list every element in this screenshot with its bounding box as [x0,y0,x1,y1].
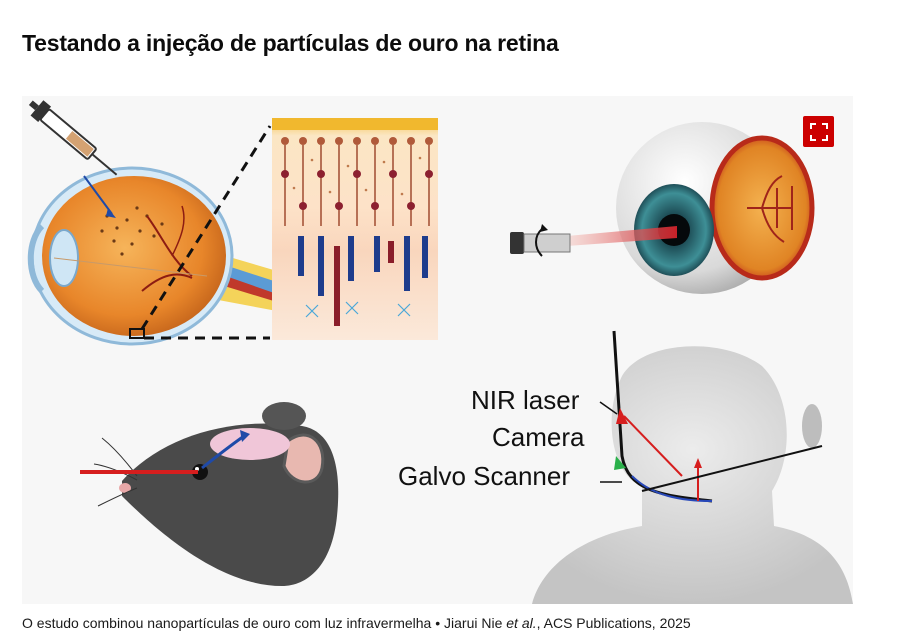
scientific-illustration [27,100,853,604]
camera-label: Camera [492,422,585,452]
retina-layers-diagram [272,118,438,340]
eyeball-laser-diagram [510,122,815,294]
galvo-scanner-label: Galvo Scanner [398,461,570,491]
figure-illustration[interactable]: NIR laser Camera Galvo Scanner [22,96,853,604]
expand-icon [809,122,828,141]
head-setup-illustration [532,330,853,604]
eye-cross-section [27,100,277,346]
nir-laser-label: NIR laser [471,385,580,415]
expand-image-button[interactable] [803,116,834,147]
zoom-connector [140,125,272,330]
caption-source: , ACS Publications, 2025 [536,615,691,631]
article-headline: Testando a injeção de partículas de ouro… [22,30,559,56]
caption-et-al: et al. [506,615,537,631]
figure-caption: O estudo combinou nanopartículas de ouro… [22,615,882,631]
mouse-illustration [80,402,339,586]
caption-text: O estudo combinou nanopartículas de ouro… [22,615,507,631]
